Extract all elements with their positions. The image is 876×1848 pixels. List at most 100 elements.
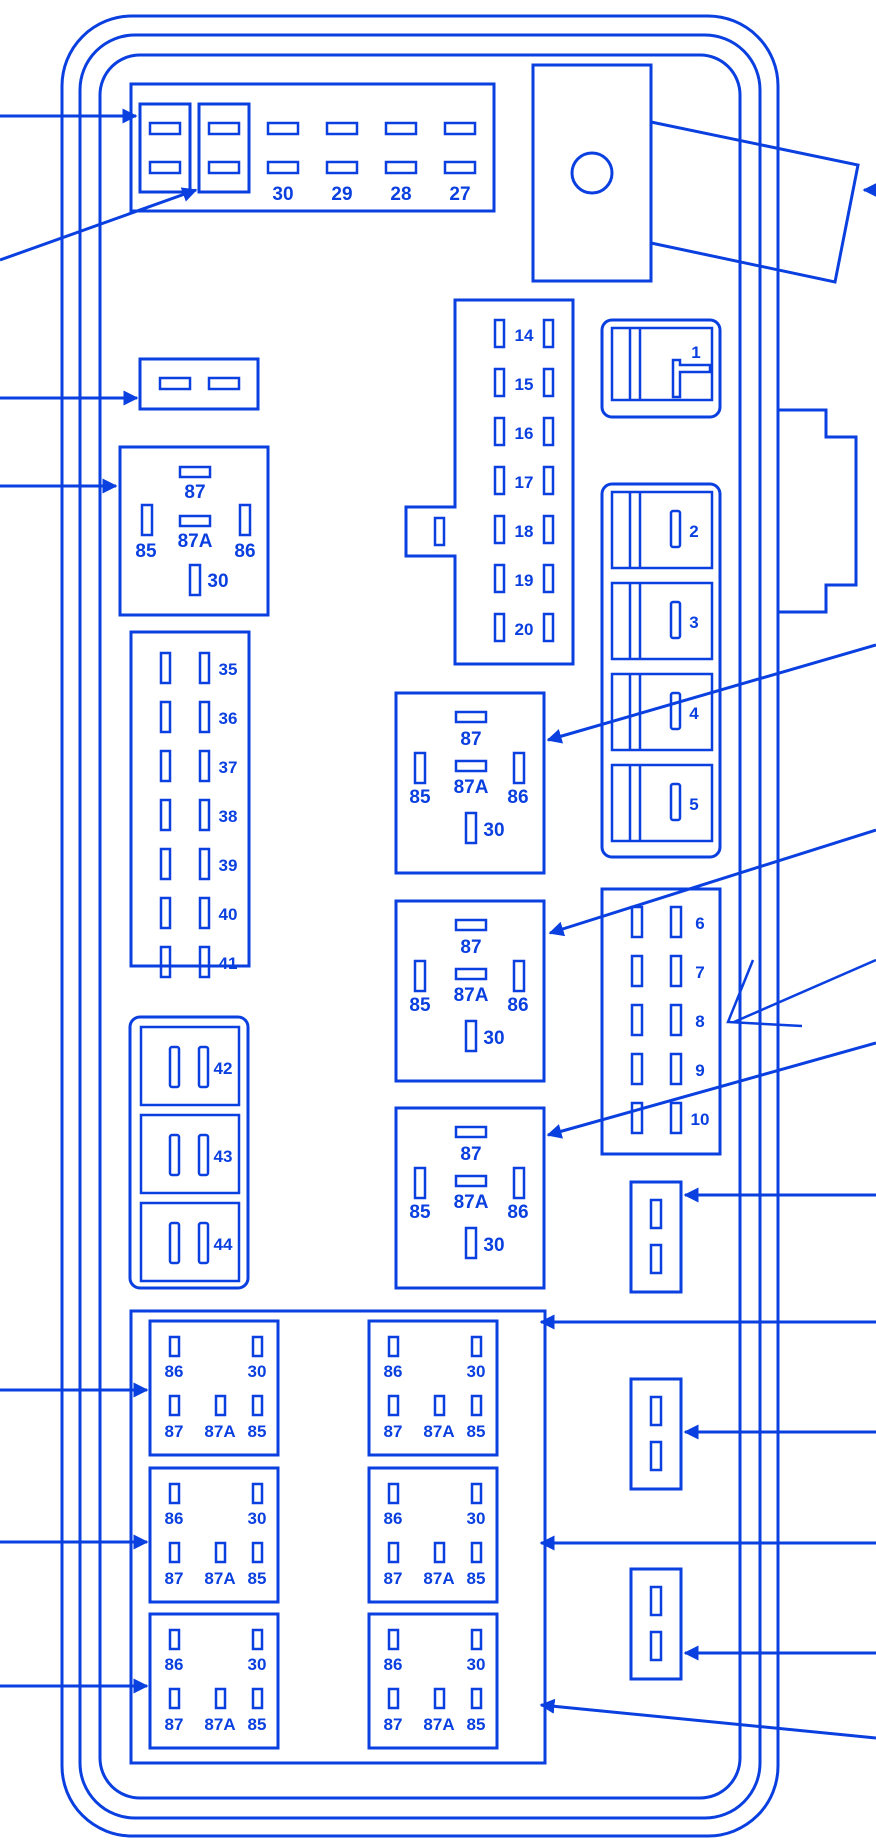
fuse-label: 44 xyxy=(214,1235,233,1254)
pin-label-87a: 87A xyxy=(204,1569,235,1588)
two-pin-connector-right-2[interactable] xyxy=(629,1377,683,1491)
pin-label-30: 30 xyxy=(467,1509,486,1528)
fuse-label: 6 xyxy=(695,914,704,933)
fuse-15[interactable]: 15 xyxy=(493,367,555,398)
pin-label-85: 85 xyxy=(248,1715,267,1734)
fuse-label: 28 xyxy=(390,184,411,205)
pin-label-87: 87 xyxy=(460,937,481,958)
fuse-41[interactable]: 41 xyxy=(159,945,237,979)
fuse-39[interactable]: 39 xyxy=(159,847,237,881)
pin-label-87: 87 xyxy=(165,1569,184,1588)
pin-label-86: 86 xyxy=(384,1655,403,1674)
pin-label-86: 86 xyxy=(507,995,528,1016)
cartridge-fuse-block-2-5 xyxy=(600,482,722,859)
pin-label-30: 30 xyxy=(483,820,504,841)
pin-label-86: 86 xyxy=(384,1362,403,1381)
fuse-19[interactable]: 19 xyxy=(493,563,555,594)
fuse-29[interactable]: 29 xyxy=(325,121,359,205)
fuse-18[interactable]: 18 xyxy=(493,514,555,545)
pin-label-87: 87 xyxy=(384,1715,403,1734)
pin-label-86: 86 xyxy=(234,541,255,562)
fuse-label: 38 xyxy=(219,807,238,826)
fuse-label: 2 xyxy=(689,522,698,541)
micro-relay-6[interactable]: 86 30 87 87A 85 xyxy=(367,1612,499,1750)
cartridge-fuse-5[interactable]: 5 xyxy=(610,763,714,843)
two-pin-connector-right-3[interactable] xyxy=(629,1567,683,1681)
pin-label-87: 87 xyxy=(384,1422,403,1441)
fuse-label: 20 xyxy=(515,620,534,639)
pin-label-87a: 87A xyxy=(423,1715,454,1734)
fuse-20[interactable]: 20 xyxy=(493,612,555,643)
pin-label-87a: 87A xyxy=(178,531,213,552)
fuse-30[interactable]: 30 xyxy=(266,121,300,205)
pin-label-87a: 87A xyxy=(454,985,489,1006)
cartridge-fuse-42[interactable]: 42 xyxy=(139,1025,241,1107)
pin-label-86: 86 xyxy=(165,1362,184,1381)
fuse-36[interactable]: 36 xyxy=(159,700,238,734)
fuse-label: 9 xyxy=(695,1061,704,1080)
fuse-17[interactable]: 17 xyxy=(493,465,555,496)
fuse-37[interactable]: 37 xyxy=(159,749,237,783)
cartridge-fuse-3[interactable]: 3 xyxy=(610,581,714,661)
fuse-block-35-41 xyxy=(129,630,251,968)
fuse-35[interactable]: 35 xyxy=(159,651,238,685)
pin-label-87: 87 xyxy=(165,1422,184,1441)
fuse-block-6-10 xyxy=(600,887,722,1156)
fuse-label: 8 xyxy=(695,1012,704,1031)
fuse-label: 15 xyxy=(515,375,534,394)
two-pin-connector[interactable] xyxy=(138,357,260,411)
fuse-27[interactable]: 27 xyxy=(443,121,477,205)
fuse-40[interactable]: 40 xyxy=(159,896,238,930)
pin-label-85: 85 xyxy=(467,1715,486,1734)
callout-arrows xyxy=(0,108,876,1740)
pin-label-85: 85 xyxy=(467,1569,486,1588)
pin-label-30: 30 xyxy=(248,1362,267,1381)
pin-label-87a: 87A xyxy=(454,777,489,798)
fuse-label: 40 xyxy=(219,905,238,924)
fuse-label: 36 xyxy=(219,709,238,728)
callout-arrow xyxy=(546,1041,876,1139)
pin-label-30: 30 xyxy=(248,1655,267,1674)
cartridge-fuse-44[interactable]: 44 xyxy=(139,1201,241,1283)
pin-label-86: 86 xyxy=(507,787,528,808)
two-pin-connector-right-1[interactable] xyxy=(629,1180,683,1294)
cartridge-fuse-block-42-44 xyxy=(128,1015,250,1290)
fuse-slot-a[interactable] xyxy=(138,102,192,194)
fuse-label: 35 xyxy=(219,660,238,679)
fuse-14[interactable]: 14 xyxy=(493,318,555,349)
cartridge-fuse-2[interactable]: 2 xyxy=(610,490,714,570)
pin-label-87: 87 xyxy=(165,1715,184,1734)
pin-label-87: 87 xyxy=(460,729,481,750)
cartridge-fuse-4[interactable]: 4 xyxy=(610,672,714,752)
relay-top-left[interactable]: 87 85 87A 86 30 xyxy=(118,445,270,617)
pin-label-87: 87 xyxy=(384,1569,403,1588)
fuse-6[interactable]: 6 xyxy=(630,905,705,939)
callout-arrow xyxy=(0,187,198,262)
stud-circle xyxy=(570,151,614,195)
fuse-16[interactable]: 16 xyxy=(493,416,555,447)
cartridge-fuse-1[interactable]: 1 xyxy=(600,318,722,419)
fuse-7[interactable]: 7 xyxy=(630,954,705,988)
pin-label-30: 30 xyxy=(467,1655,486,1674)
cartridge-fuse-43[interactable]: 43 xyxy=(139,1113,241,1195)
fuse-8[interactable]: 8 xyxy=(630,1003,705,1037)
fuse-label: 19 xyxy=(515,571,534,590)
pin-label-85: 85 xyxy=(467,1422,486,1441)
fuse-28[interactable]: 28 xyxy=(384,121,418,205)
fuse-slot-b[interactable] xyxy=(197,102,251,194)
fuse-label: 3 xyxy=(689,613,698,632)
power-stud-block[interactable] xyxy=(531,63,860,284)
pin-label-30: 30 xyxy=(248,1509,267,1528)
fuse-10[interactable]: 10 xyxy=(630,1101,709,1135)
fuse-9[interactable]: 9 xyxy=(630,1052,705,1086)
callout-line xyxy=(726,959,803,1028)
fuse-38[interactable]: 38 xyxy=(159,798,238,832)
